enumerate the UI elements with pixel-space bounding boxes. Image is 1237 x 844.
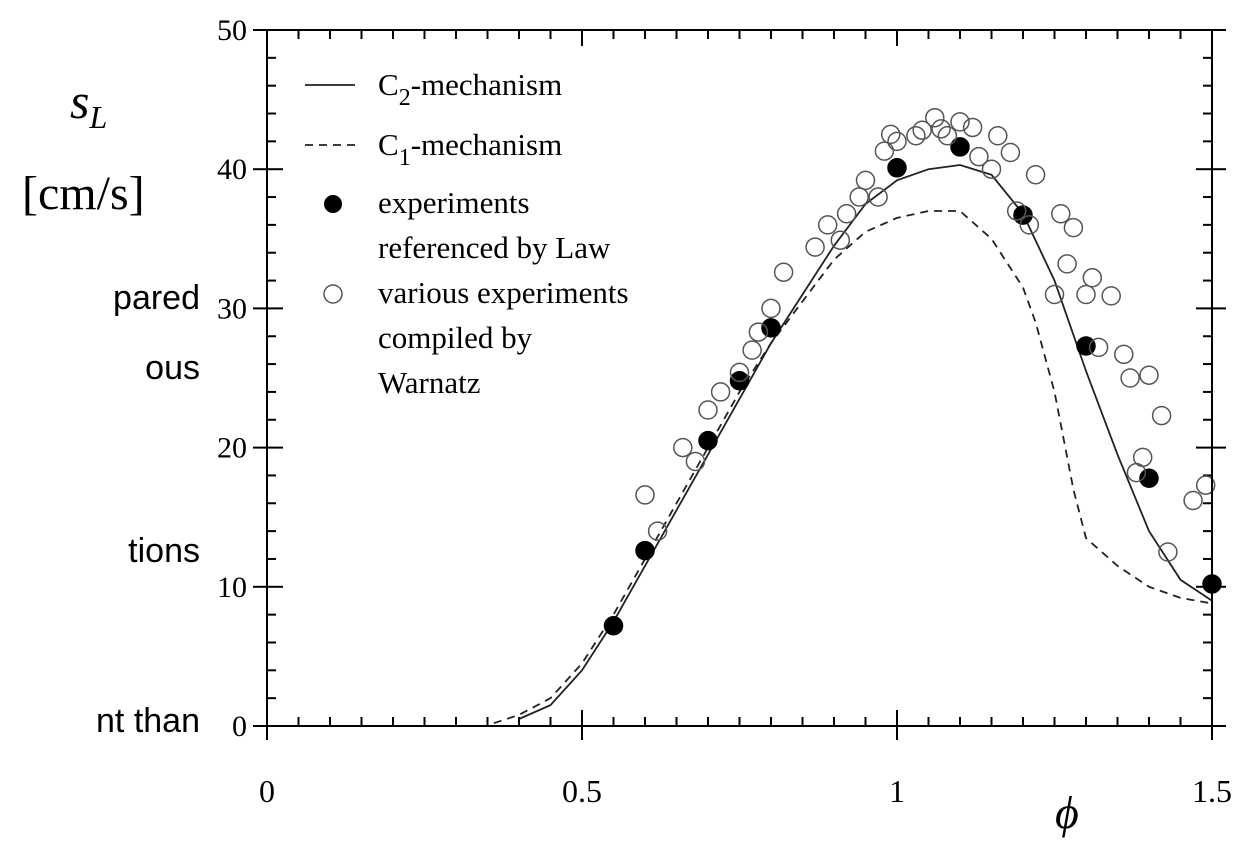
law-experiment-point xyxy=(635,540,655,561)
slide-text-line: ous xyxy=(145,349,200,387)
c1-mechanism-curve xyxy=(493,210,1213,725)
warnatz-experiment-point xyxy=(1076,284,1096,305)
warnatz-experiment-point xyxy=(868,187,888,207)
legend-label: C1-mechanism xyxy=(378,127,562,171)
warnatz-experiment-point xyxy=(906,126,926,146)
warnatz-experiment-point xyxy=(962,117,983,138)
law-experiment-point xyxy=(1139,468,1159,488)
y-tick-label: 20 xyxy=(217,432,247,465)
tick-labels: 0 0.5 1 1.5 0 10 20 30 40 50 xyxy=(217,14,1232,809)
warnatz-experiment-point xyxy=(1101,286,1121,306)
warnatz-experiment-point xyxy=(742,340,762,360)
warnatz-experiment-point xyxy=(729,362,750,383)
warnatz-experiment-point xyxy=(817,215,838,235)
x-tick-label: 0.5 xyxy=(562,773,602,809)
series-points xyxy=(603,107,1222,636)
warnatz-experiment-point xyxy=(880,124,901,145)
warnatz-experiment-point xyxy=(1057,254,1077,274)
warnatz-experiment-point xyxy=(698,400,718,420)
slide-text-line: tions xyxy=(128,532,200,570)
y-tick-label: 0 xyxy=(232,710,247,743)
warnatz-experiment-point xyxy=(912,120,932,140)
warnatz-experiment-point xyxy=(1088,337,1109,358)
warnatz-experiment-point xyxy=(1183,490,1203,511)
legend-label: C2-mechanism xyxy=(378,67,562,111)
warnatz-experiment-point xyxy=(950,112,970,132)
warnatz-experiment-point xyxy=(836,203,857,224)
warnatz-experiment-point xyxy=(1051,203,1071,224)
warnatz-experiment-point xyxy=(874,141,895,161)
legend-filled-circle-swatch xyxy=(324,195,342,213)
y-tick-label: 50 xyxy=(217,14,247,47)
warnatz-experiment-point xyxy=(1082,268,1103,288)
warnatz-experiment-point xyxy=(855,170,876,191)
warnatz-experiment-point xyxy=(1158,542,1178,562)
warnatz-experiment-point xyxy=(647,521,668,541)
warnatz-experiment-point xyxy=(1044,284,1065,305)
legend-label: compiled by xyxy=(378,320,533,355)
warnatz-experiment-point xyxy=(673,437,693,458)
warnatz-experiment-point xyxy=(635,485,655,505)
legend-open-circle-swatch xyxy=(323,284,343,304)
law-experiment-point xyxy=(887,158,907,178)
slide-text-line: pared xyxy=(113,279,200,317)
warnatz-experiment-point xyxy=(1025,165,1046,185)
legend-label: Warnatz xyxy=(378,365,481,400)
warnatz-experiment-point xyxy=(1114,344,1134,365)
warnatz-experiment-point xyxy=(830,230,851,250)
warnatz-experiment-point xyxy=(685,451,706,472)
warnatz-experiment-point xyxy=(748,322,769,342)
x-tick-label: 1.5 xyxy=(1192,773,1232,809)
warnatz-experiment-point xyxy=(710,382,731,402)
legend-label: experiments xyxy=(378,185,530,220)
legend-label: referenced by Law xyxy=(378,230,611,265)
c2-mechanism-curve xyxy=(518,164,1213,720)
warnatz-experiment-point xyxy=(773,262,794,282)
warnatz-experiment-point xyxy=(969,146,989,167)
legend-label: various experiments xyxy=(378,275,629,310)
warnatz-experiment-point xyxy=(925,107,945,128)
warnatz-experiment-point xyxy=(1139,365,1159,385)
y-axis-label-symbol: sL xyxy=(70,76,107,133)
law-experiment-point xyxy=(603,616,624,636)
law-experiment-point xyxy=(950,137,970,157)
warnatz-experiment-point xyxy=(805,237,825,257)
warnatz-experiment-point xyxy=(849,187,869,207)
x-axis-label: ϕ xyxy=(1055,787,1079,838)
plot-frame xyxy=(266,29,1213,727)
warnatz-experiment-point xyxy=(981,159,1002,179)
x-tick-label: 1 xyxy=(889,773,905,809)
warnatz-experiment-point xyxy=(937,126,958,146)
warnatz-experiment-point xyxy=(931,119,951,139)
warnatz-experiment-point xyxy=(761,298,781,319)
law-experiment-point xyxy=(698,430,718,451)
y-axis-unit-label: [cm/s] xyxy=(22,167,145,220)
warnatz-experiment-point xyxy=(1132,447,1153,468)
warnatz-experiment-point xyxy=(1120,368,1140,388)
warnatz-experiment-point xyxy=(1000,142,1021,163)
warnatz-experiment-point xyxy=(1006,201,1027,221)
warnatz-experiment-point xyxy=(988,126,1008,146)
warnatz-experiment-point xyxy=(1195,475,1216,495)
slide-text-line: nt than xyxy=(96,702,200,740)
warnatz-experiment-point xyxy=(1151,405,1172,426)
warnatz-experiment-point xyxy=(1063,217,1084,238)
warnatz-experiment-point xyxy=(887,131,907,152)
law-experiment-point xyxy=(1076,336,1096,356)
y-tick-label: 10 xyxy=(217,571,247,604)
y-axis-symbol: s xyxy=(70,73,90,129)
y-tick-label: 30 xyxy=(217,292,247,325)
law-experiment-point xyxy=(761,318,781,338)
warnatz-experiment-point xyxy=(1019,215,1040,235)
y-tick-label: 40 xyxy=(217,153,247,186)
y-axis-subscript: L xyxy=(89,99,108,135)
x-tick-label: 0 xyxy=(259,773,275,809)
